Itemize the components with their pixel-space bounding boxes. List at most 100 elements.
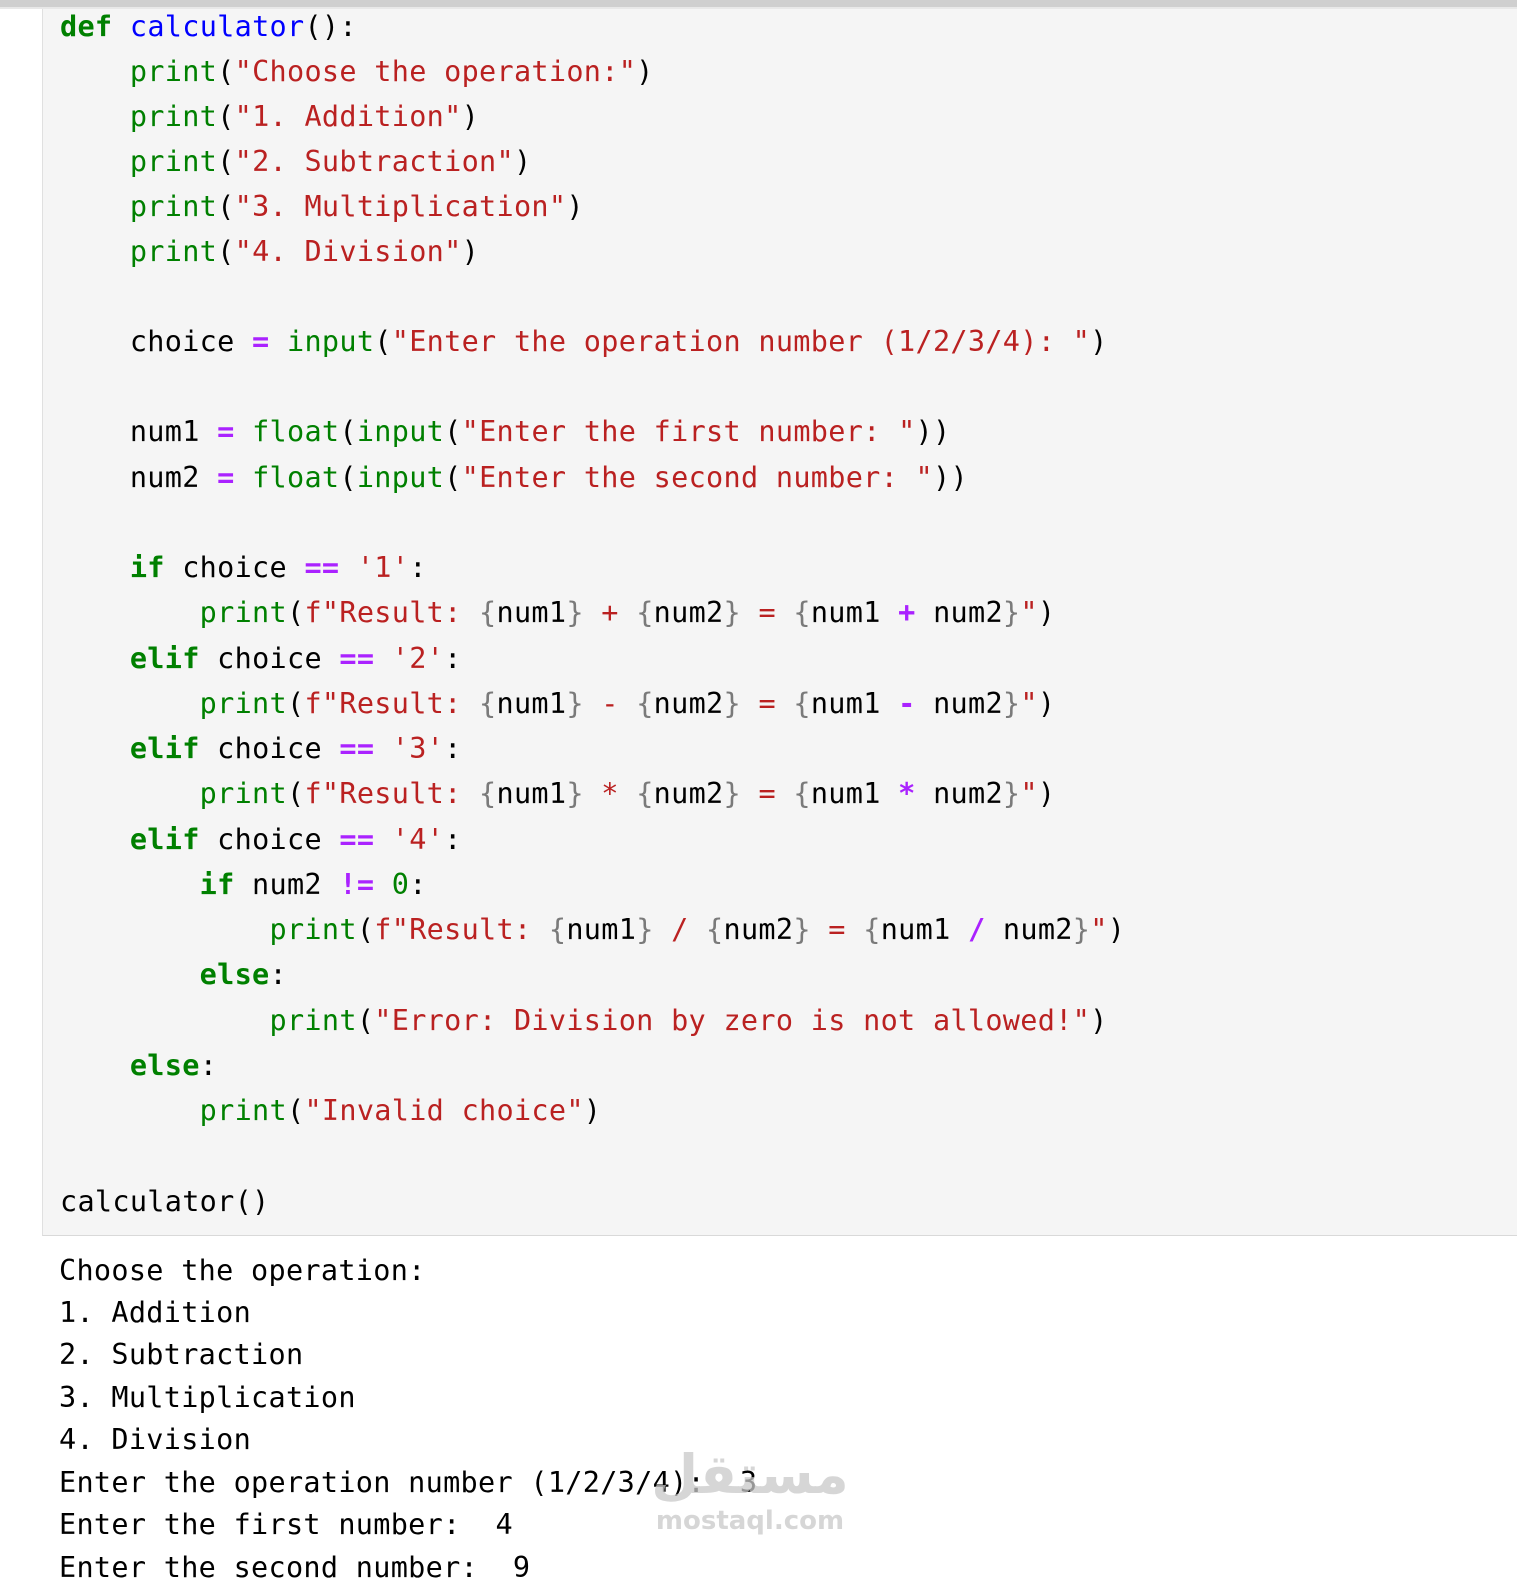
output-line: Enter the second number: 9 — [59, 1551, 531, 1584]
cell-top-shadow — [0, 7, 1517, 9]
format-brace: { — [793, 687, 811, 720]
format-brace: { — [706, 913, 724, 946]
indent — [60, 868, 200, 901]
indent — [60, 958, 200, 991]
string: " — [1020, 687, 1038, 720]
string: "1. Addition" — [234, 100, 462, 133]
identifier: choice — [164, 551, 305, 584]
builtin: print — [129, 235, 218, 268]
string: "Enter the first number: " — [461, 415, 916, 448]
identifier: num2 — [234, 868, 340, 901]
punctuation: )) — [933, 461, 968, 494]
operator: == — [339, 732, 375, 765]
builtin: print — [269, 1004, 357, 1037]
punctuation: ) — [1037, 777, 1056, 810]
indent — [60, 145, 130, 178]
format-brace: { — [479, 596, 497, 629]
string: "Choose the operation:" — [234, 55, 637, 88]
identifier: num2 — [653, 777, 724, 810]
indent — [60, 913, 270, 946]
punctuation: ) — [1037, 687, 1056, 720]
code-line-11: num2 = float(input("Enter the second num… — [60, 455, 968, 500]
keyword: elif — [129, 732, 200, 765]
string: - — [583, 687, 637, 720]
code-line-20: if num2 != 0: — [60, 862, 427, 907]
keyword: if — [129, 551, 165, 584]
string: = — [740, 596, 794, 629]
punctuation: : — [409, 551, 427, 584]
identifier: choice — [199, 642, 340, 675]
string: "Enter the operation number (1/2/3/4): " — [391, 325, 1091, 358]
identifier: num2 — [653, 687, 724, 720]
string: '4' — [391, 823, 445, 856]
keyword: else — [129, 1049, 200, 1082]
space — [374, 823, 391, 856]
string: f"Result: — [304, 777, 480, 810]
string: f"Result: — [304, 687, 480, 720]
punctuation: ( — [339, 415, 357, 448]
identifier: num1 — [496, 596, 567, 629]
code-line-21: print(f"Result: {num1} / {num2} = {num1 … — [60, 907, 1125, 952]
string: = — [740, 687, 794, 720]
format-brace: { — [636, 687, 654, 720]
punctuation: ( — [217, 55, 235, 88]
indent — [60, 551, 130, 584]
format-brace: } — [1072, 913, 1091, 946]
indent — [60, 777, 200, 810]
space — [339, 551, 356, 584]
format-brace: } — [636, 913, 654, 946]
code-line-13: if choice == '1': — [60, 545, 427, 590]
format-brace: { — [636, 596, 654, 629]
format-brace: { — [548, 913, 567, 946]
operator: - — [898, 687, 916, 720]
string: " — [1020, 596, 1038, 629]
string: "2. Subtraction" — [234, 145, 514, 178]
string: + — [583, 596, 637, 629]
output-area: Choose the operation: 1. Addition 2. Sub… — [42, 1236, 1517, 1584]
code-line-25: print("Invalid choice") — [60, 1088, 601, 1133]
string: " — [1090, 913, 1108, 946]
string: f"Result: — [374, 913, 549, 946]
punctuation: ( — [286, 687, 305, 720]
identifier: choice — [60, 325, 253, 358]
punctuation: (): — [304, 10, 357, 43]
identifier: num1 — [880, 913, 968, 946]
code-line-8: choice = input("Enter the operation numb… — [60, 319, 1108, 364]
punctuation: ( — [374, 325, 392, 358]
operator: * — [898, 777, 916, 810]
code-line-15: elif choice == '2': — [60, 636, 462, 681]
punctuation: ) — [1037, 596, 1056, 629]
format-brace: } — [1002, 777, 1021, 810]
string: '3' — [391, 732, 445, 765]
format-brace: } — [566, 596, 584, 629]
number: 0 — [391, 868, 410, 901]
watermark-arabic: مستقل — [651, 1443, 849, 1506]
punctuation: ) — [513, 145, 532, 178]
format-brace: } — [566, 687, 584, 720]
string: / — [653, 913, 707, 946]
code-line-14: print(f"Result: {num1} + {num2} = {num1 … — [60, 590, 1055, 635]
code-line-5: print("3. Multiplication") — [60, 184, 584, 229]
identifier: num2 — [915, 777, 1003, 810]
code-line-2: print("Choose the operation:") — [60, 49, 654, 94]
format-brace: } — [1002, 596, 1021, 629]
code-line-17: elif choice == '3': — [60, 726, 462, 771]
format-brace: } — [566, 777, 584, 810]
builtin: float — [252, 461, 340, 494]
punctuation: ( — [356, 1004, 375, 1037]
operator: / — [967, 913, 986, 946]
watermark-latin: mostaql.com — [655, 1506, 845, 1536]
format-brace: { — [793, 777, 811, 810]
identifier: num2 — [723, 913, 794, 946]
string: "Enter the second number: " — [461, 461, 933, 494]
space — [112, 10, 129, 43]
cell-top-border — [0, 0, 1517, 7]
identifier: num2 — [985, 913, 1073, 946]
operator: = — [217, 415, 235, 448]
code-line-19: elif choice == '4': — [60, 817, 462, 862]
string: * — [583, 777, 637, 810]
format-brace: } — [793, 913, 811, 946]
punctuation: ( — [217, 235, 235, 268]
punctuation: ( — [217, 190, 235, 223]
code-cell[interactable]: def calculator(): print("Choose the oper… — [42, 9, 1517, 1236]
